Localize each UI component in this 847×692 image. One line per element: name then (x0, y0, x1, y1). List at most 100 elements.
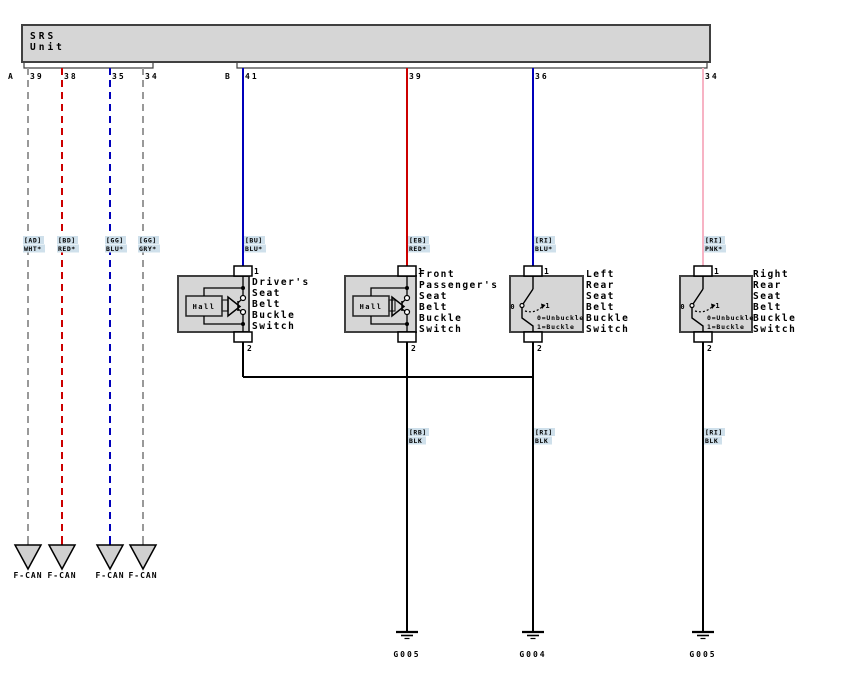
passenger-top-rail (370, 287, 407, 296)
driver-name-line1: Driver's (252, 277, 310, 288)
right-rear-name-line2: Rear (753, 280, 782, 291)
wire-label-b41: [BU] BLU* (244, 236, 266, 253)
wire-label-b39-color: RED* (409, 245, 427, 253)
wire-label-a34-hl1 (138, 236, 159, 244)
passenger-transistor-terminal-bottom (403, 308, 411, 316)
wire-label-a34-code: [GG] (139, 237, 157, 245)
right-rear-name-line5: Buckle (753, 313, 796, 324)
wire-label-gnd2-hl2 (534, 436, 552, 445)
wire-label-b36-hl1 (534, 236, 555, 244)
wire-label-a38-hl1 (57, 236, 78, 244)
ground-2-label: G004 (519, 650, 546, 659)
wire-label-b36: [RI] BLU* (534, 236, 556, 253)
right-rear-pin1-tab (693, 265, 713, 277)
wire-label-b39-code: [EB] (409, 237, 427, 245)
ground-g005-rightrear: G005 (689, 630, 716, 659)
pin-label-b36: 36 (535, 72, 549, 81)
driver-buckle-switch: 1 2 Hall Driver's Seat Belt Buckle Switc… (177, 265, 310, 353)
left-rear-pos0-label: 0 (510, 303, 515, 311)
left-rear-pin2-label: 2 (537, 344, 542, 353)
left-rear-name-line1: Left (586, 269, 615, 280)
driver-name-line3: Belt (252, 299, 281, 310)
driver-amp-triangle-icon (227, 295, 242, 318)
ground-1-label: G005 (393, 650, 420, 659)
right-rear-pin2-tab (693, 331, 713, 343)
right-rear-name-line3: Seat (753, 291, 782, 302)
passenger-switch-box (344, 275, 417, 333)
wire-label-a38-hl2 (57, 244, 79, 253)
driver-name-line4: Buckle (252, 310, 295, 321)
wire-label-b41-hl1 (244, 236, 265, 244)
left-rear-legend-buckle: 1=Buckle (537, 323, 575, 331)
wire-label-a39-code: [AD] (24, 237, 42, 245)
wire-label-a35: [GG] BLU* (105, 236, 127, 253)
wire-label-gnd1-code: [RB] (409, 429, 427, 437)
fcan-3-arrow-icon (95, 544, 125, 571)
driver-hall-sensor-label: Hall (193, 303, 216, 311)
right-rear-pos0-label: 0 (680, 303, 685, 311)
fcan-connector-4: F-CAN (128, 537, 158, 580)
wire-label-a38-color: RED* (58, 245, 76, 253)
fcan-1-label: F-CAN (13, 571, 42, 580)
right-rear-buckle-switch: 1 2 0 1 0=Unbuckle 1=Buckle Right Rear S… (679, 265, 796, 353)
wire-label-a39-hl1 (23, 236, 44, 244)
connector-a-bracket (23, 62, 154, 69)
right-rear-pos1-label: 1 (715, 302, 720, 310)
wire-label-gnd-rightrear: [RI] BLK (704, 428, 725, 445)
driver-name-line5: Switch (252, 321, 295, 332)
pin-label-b34: 34 (705, 72, 719, 81)
wire-label-a34-hl2 (138, 244, 160, 253)
right-rear-pin1-label: 1 (714, 267, 719, 276)
left-rear-name-line5: Buckle (586, 313, 629, 324)
wire-label-gnd2-color: BLK (535, 437, 548, 445)
fcan-4-arrow-icon (128, 544, 158, 571)
left-rear-name-line4: Belt (586, 302, 615, 313)
driver-transistor-terminal-bottom (239, 308, 247, 316)
left-rear-switch-pivot (519, 302, 525, 309)
wire-label-b41-code: [BU] (245, 237, 263, 245)
pin-label-b39: 39 (409, 72, 423, 81)
right-rear-name-line6: Switch (753, 324, 796, 335)
fcan-2-label: F-CAN (47, 571, 76, 580)
wire-label-gnd3-hl1 (704, 428, 725, 436)
driver-transistor-terminal-top (239, 294, 247, 302)
ground-g005-passenger: G005 (393, 630, 420, 659)
passenger-pin2-tab (397, 331, 417, 343)
left-rear-pin2-tab (523, 331, 543, 343)
passenger-pin2-label: 2 (411, 344, 416, 353)
passenger-hall-sensor-label: Hall (360, 303, 383, 311)
right-rear-switch-travel-arc (694, 305, 714, 313)
right-rear-legend-buckle: 1=Buckle (707, 323, 745, 331)
driver-pin2-label: 2 (247, 344, 252, 353)
right-rear-switch-pivot (689, 302, 695, 309)
wire-label-a38-code: [BD] (58, 237, 76, 245)
wire-label-b34-hl1 (704, 236, 725, 244)
wire-label-a35-color: BLU* (106, 245, 124, 253)
wire-label-a35-code: [GG] (106, 237, 124, 245)
driver-pin2-tab (233, 331, 253, 343)
passenger-name-line3: Seat (419, 291, 448, 302)
fcan-1-arrow-icon (13, 544, 43, 571)
left-rear-pos1-label: 1 (545, 302, 550, 310)
driver-pin1-tab (233, 265, 253, 277)
right-rear-pin2-label: 2 (707, 344, 712, 353)
wire-label-a34-color: GRY* (139, 245, 157, 253)
right-rear-switch-arm (692, 288, 704, 305)
wire-label-gnd1-hl1 (408, 428, 429, 436)
wire-label-b34: [RI] PNK* (704, 236, 726, 253)
wire-label-gnd-leftrear: [RI] BLK (534, 428, 555, 445)
left-rear-pin1-tab (523, 265, 543, 277)
wire-label-a39: [AD] WHT* (23, 236, 45, 253)
left-rear-name-line3: Seat (586, 291, 615, 302)
wire-label-b36-hl2 (534, 244, 556, 253)
fcan-4-label: F-CAN (128, 571, 157, 580)
left-rear-switch-arm (522, 288, 534, 305)
ground-3-label: G005 (689, 650, 716, 659)
wire-label-b36-code: [RI] (535, 237, 553, 245)
wire-label-gnd1-hl2 (408, 436, 426, 445)
ground-g004-leftrear: G004 (519, 630, 546, 659)
driver-switch-box (177, 275, 250, 333)
pin-label-a39: 39 (30, 72, 44, 81)
left-rear-switch-travel-arc (524, 305, 544, 313)
wire-label-a39-hl2 (23, 244, 45, 253)
